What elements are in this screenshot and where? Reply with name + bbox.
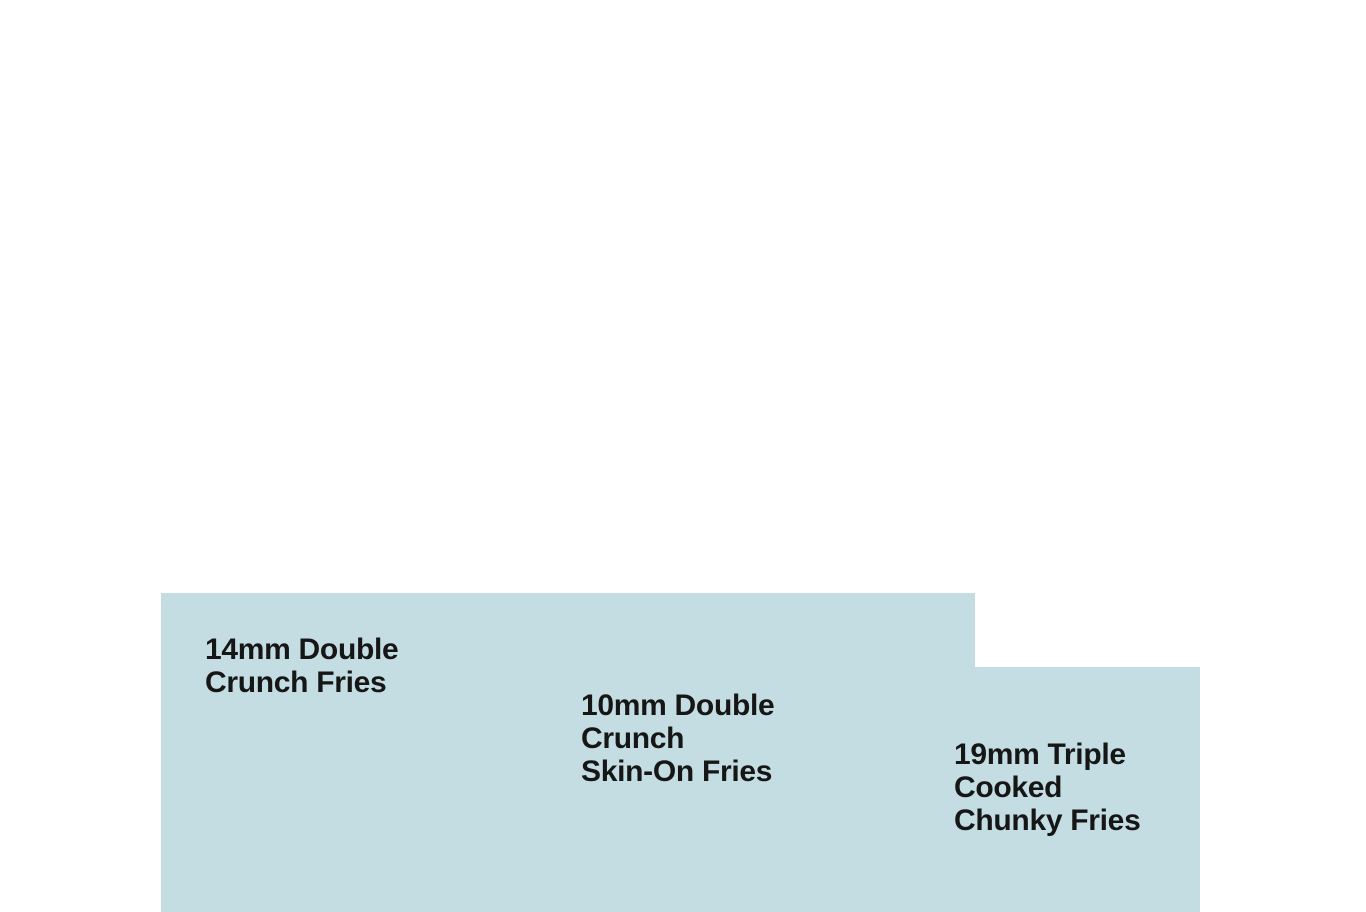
product-tile-title-10mm-double-crunch-skin-on-fries[interactable]: 10mm Double Crunch Skin-On Fries xyxy=(581,689,775,788)
background-band-right xyxy=(975,667,1200,912)
product-tile-title-14mm-double-crunch-fries[interactable]: 14mm Double Crunch Fries xyxy=(205,633,399,699)
background-band-left xyxy=(161,593,975,912)
product-tile-title-19mm-triple-cooked-chunky-fries[interactable]: 19mm Triple Cooked Chunky Fries xyxy=(954,738,1141,837)
